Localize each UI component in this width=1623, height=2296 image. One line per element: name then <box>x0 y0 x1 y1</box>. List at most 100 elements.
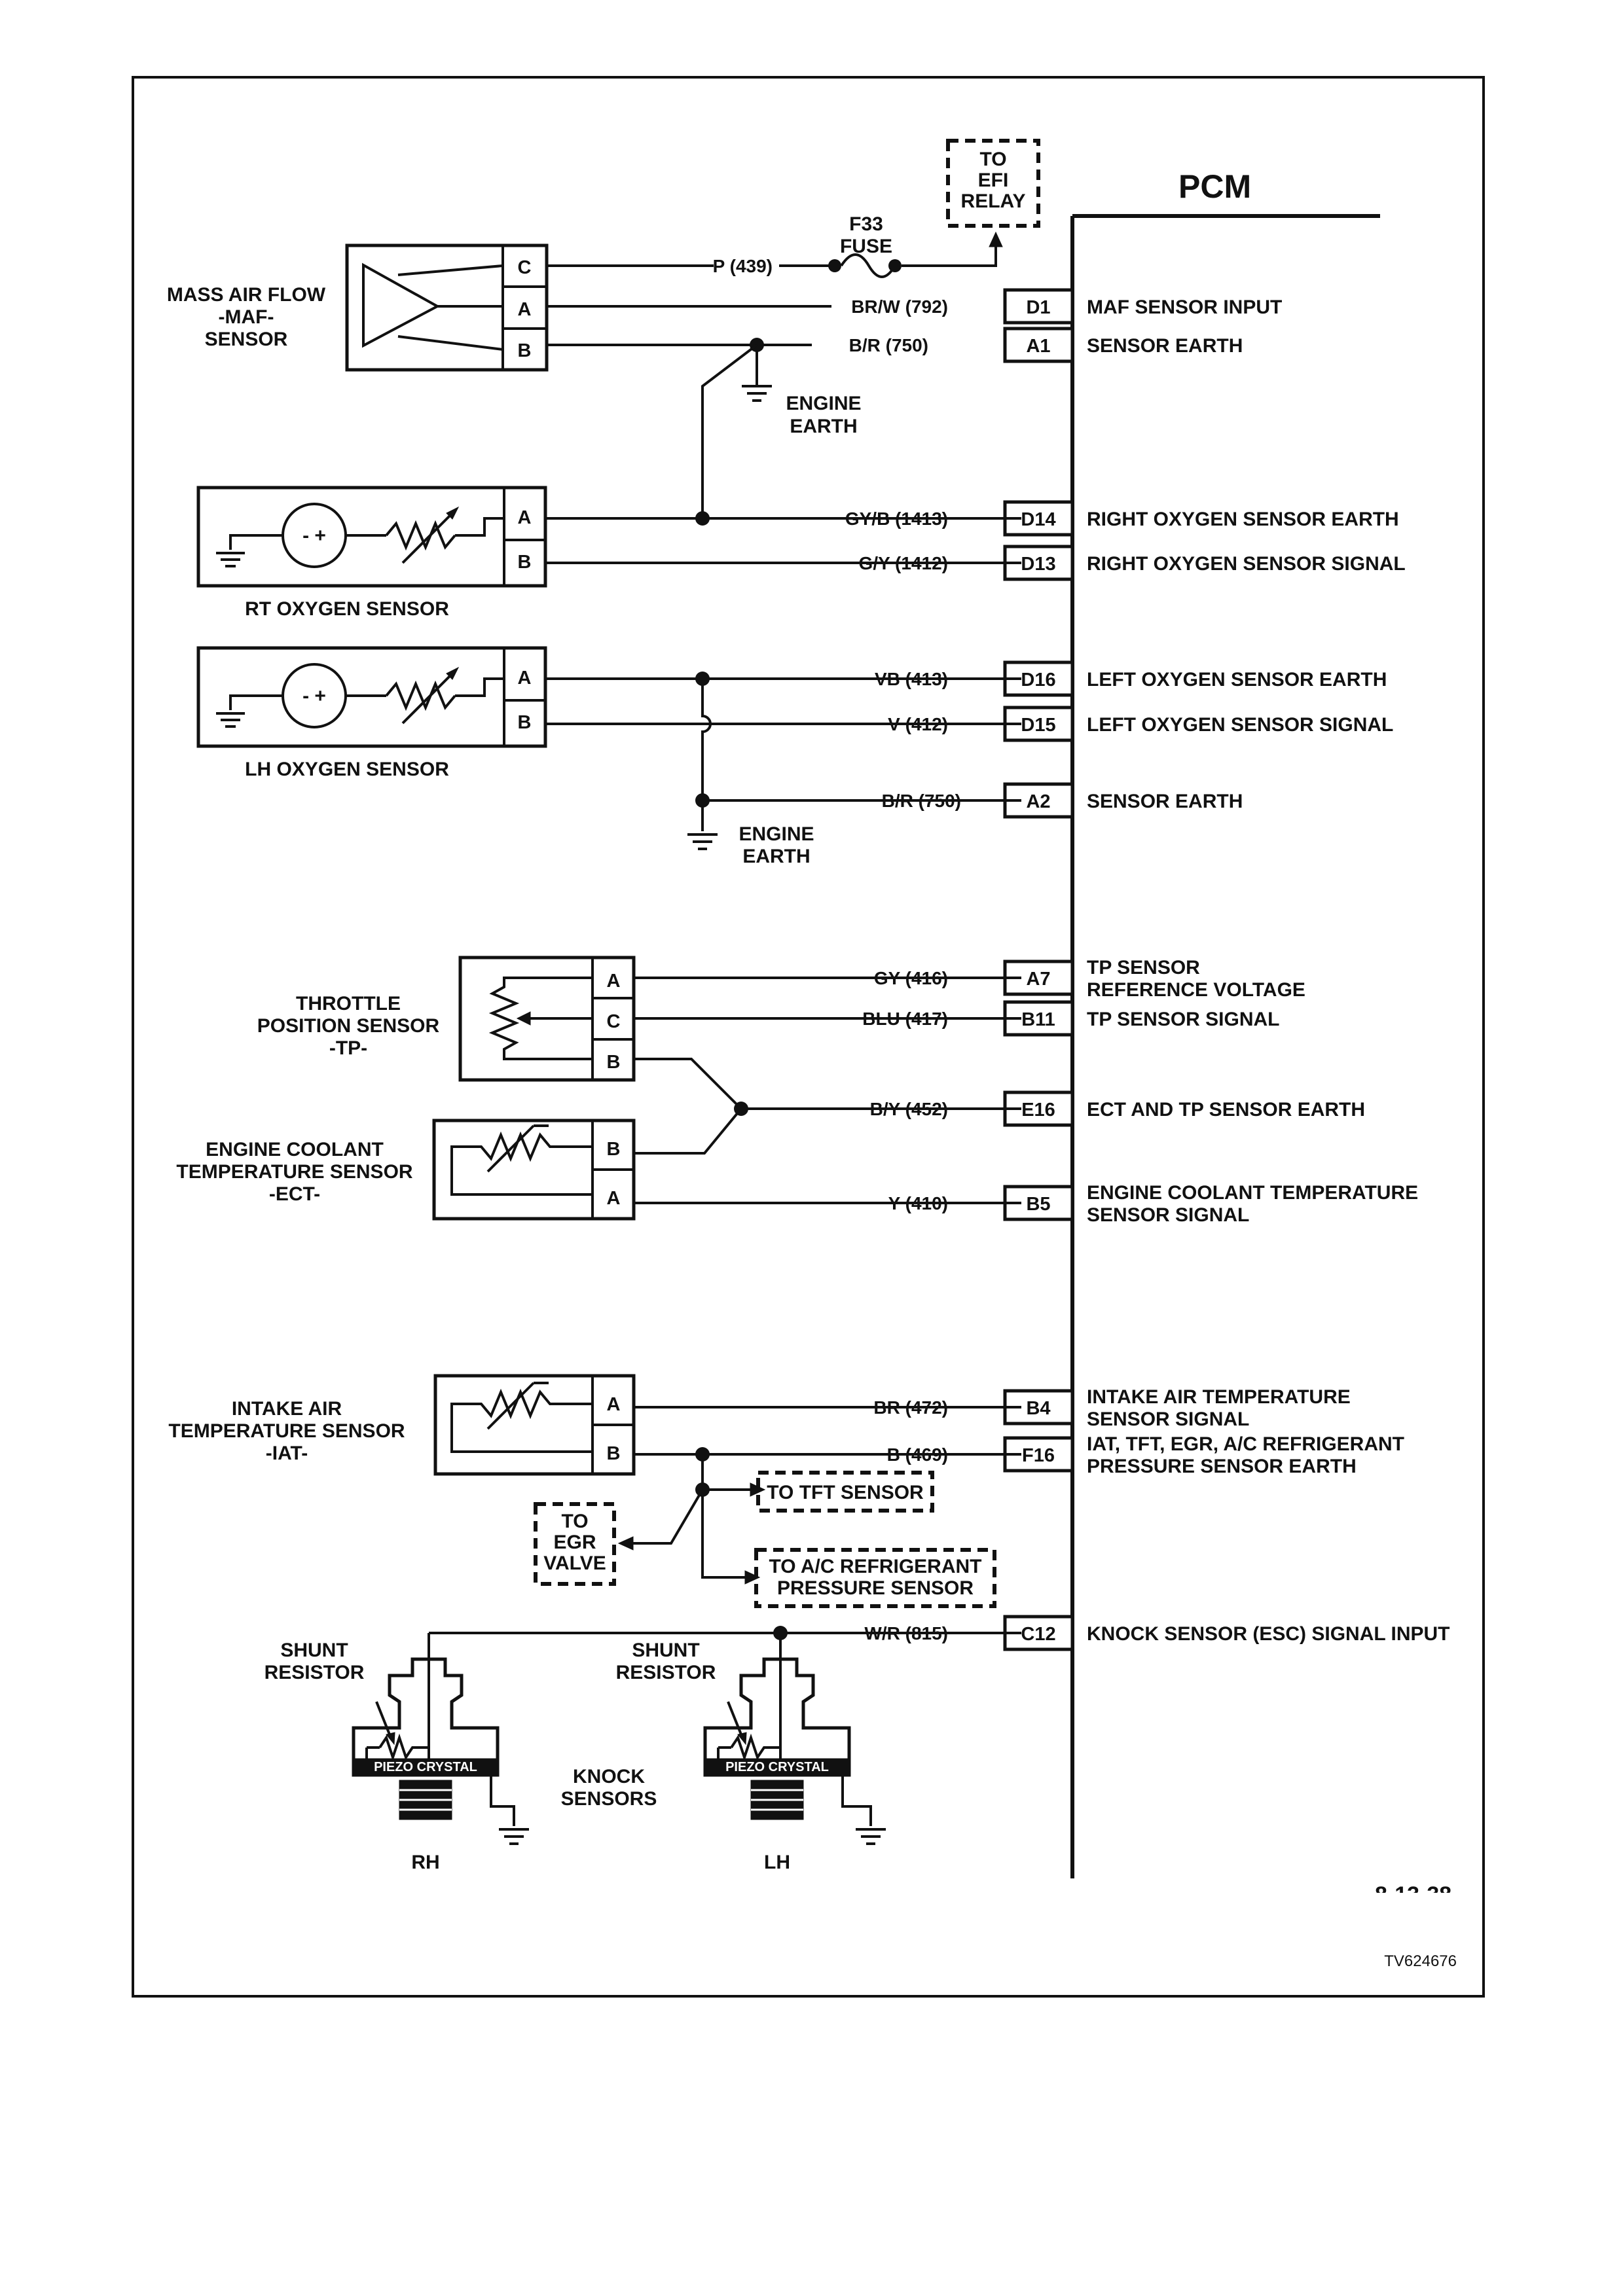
to-ac-refrigerant-box <box>754 1548 996 1608</box>
rt-o2-heater-resistor-icon <box>385 520 456 551</box>
pcm-pin-id: C12 <box>1021 1624 1055 1645</box>
engine-earth-2-line1: ENGINE <box>739 823 814 845</box>
wire-label-backing <box>819 332 932 358</box>
pcm-pin-label: SENSOR EARTH <box>1087 791 1243 812</box>
knock-lh-shunt-resistor-icon <box>730 1733 780 1762</box>
to-egr-line2: EGR <box>553 1532 596 1553</box>
maf-sensor: C A B MASS AIR FLOW -MAF- SENSOR <box>167 243 549 372</box>
knock-rh-piezo-crystal <box>353 1758 498 1776</box>
knock-sensors-line1: KNOCK <box>573 1766 645 1787</box>
knock-rh-label: RH <box>411 1852 439 1873</box>
pcm-pin-id: D13 <box>1021 554 1055 575</box>
rt-oxygen-sensor: A B - + RT OXYGEN SENSOR <box>196 486 547 620</box>
pcm-pin-id: A1 <box>1026 336 1050 357</box>
tp-pin-a: A <box>607 971 621 992</box>
to-egr-valve-box <box>534 1502 616 1586</box>
wire-label-backing <box>828 293 952 319</box>
pcm-pin-label: ENGINE COOLANT TEMPERATURE <box>1087 1182 1418 1204</box>
wire-label: BR/W (792) <box>851 296 948 317</box>
pcm-pin-id: B5 <box>1026 1194 1050 1215</box>
knock-lh-shunt-line2: RESISTOR <box>616 1662 716 1683</box>
engine-earth-1-line1: ENGINE <box>786 393 861 414</box>
ect-pin-b: B <box>607 1139 621 1160</box>
pcm-title: PCM <box>1178 168 1251 205</box>
pcm-pin-label: RIGHT OXYGEN SENSOR SIGNAL <box>1087 553 1406 575</box>
fuse-terminal-right <box>888 259 902 272</box>
rt-o2-polarity: - + <box>302 525 326 547</box>
iat-pin-b: B <box>607 1443 621 1464</box>
maf-pin-a: A <box>518 299 532 320</box>
knock-lh-label: LH <box>764 1852 790 1873</box>
to-ac-line1: TO A/C REFRIGERANT <box>769 1556 981 1577</box>
arrow-to-ac-icon <box>744 1570 761 1585</box>
tp-pin-b: B <box>607 1052 621 1073</box>
ground-icon <box>856 1828 886 1845</box>
ect-label-line3: -ECT- <box>269 1183 320 1205</box>
ect-label-line2: TEMPERATURE SENSOR <box>176 1161 412 1183</box>
pcm-pin-label: SENSOR SIGNAL <box>1087 1204 1249 1226</box>
maf-label-line3: SENSOR <box>205 329 288 350</box>
pcm-pin-id: A2 <box>1026 791 1050 812</box>
lh-o2-polarity: - + <box>302 685 326 707</box>
efi-relay-line1: TO <box>979 149 1006 170</box>
arrow-to-egr-icon <box>617 1536 634 1551</box>
pcm-pin-id: B4 <box>1026 1398 1050 1419</box>
pcm-pin-label: TP SENSOR <box>1087 957 1200 978</box>
pcm-pin-label: MAF SENSOR INPUT <box>1087 296 1282 318</box>
wire-labels: P (439)BR/W (792)B/R (750)GY/B (1413)G/Y… <box>685 253 965 1646</box>
ground-icon <box>687 833 718 850</box>
ect-pin-a: A <box>607 1188 621 1209</box>
pcm-pin-label: INTAKE AIR TEMPERATURE <box>1087 1386 1351 1408</box>
splice-rt-o2-earth <box>695 511 710 526</box>
iat-thermistor-icon <box>450 1388 593 1453</box>
pcm-pin-label: IAT, TFT, EGR, A/C REFRIGERANT <box>1087 1433 1404 1455</box>
rt-o2-label: RT OXYGEN SENSOR <box>245 598 449 620</box>
pcm-pin-label: SENSOR SIGNAL <box>1087 1408 1249 1430</box>
efi-relay-reference: TO EFI RELAY <box>946 139 1040 228</box>
tp-wiper-arrow-icon <box>516 1011 531 1026</box>
tp-label-line2: POSITION SENSOR <box>257 1015 440 1037</box>
tp-label-line3: -TP- <box>329 1037 367 1059</box>
throttle-position-sensor: A C B THROTTLE POSITION SENSOR -TP- <box>257 956 636 1082</box>
arrow-to-efi-icon <box>989 231 1003 247</box>
knock-rh-shunt-line2: RESISTOR <box>264 1662 365 1683</box>
pcm-pin-id: B11 <box>1021 1009 1055 1030</box>
pcm-pin-b11: B11 TP SENSOR SIGNAL <box>1003 1000 1280 1037</box>
knock-sensor-rh-housing <box>352 1657 500 1777</box>
lh-oxygen-sensor: A B - + LH OXYGEN SENSOR <box>196 646 547 780</box>
lh-o2-heater-resistor-icon <box>385 680 456 711</box>
iat-label-line2: TEMPERATURE SENSOR <box>168 1420 405 1442</box>
lh-o2-label: LH OXYGEN SENSOR <box>245 759 449 780</box>
pcm-pin-label: RIGHT OXYGEN SENSOR EARTH <box>1087 509 1399 530</box>
clipped-reference: 8-13-38 <box>1375 1882 1451 1907</box>
iat-label-line1: INTAKE AIR <box>232 1398 342 1420</box>
maf-label-line1: MASS AIR FLOW <box>167 284 326 306</box>
iat-label-line3: -IAT- <box>266 1443 308 1464</box>
fuse-label-line2: FUSE <box>840 236 892 257</box>
pcm-pin-label: REFERENCE VOLTAGE <box>1087 979 1305 1001</box>
pcm-pin-label: PRESSURE SENSOR EARTH <box>1087 1456 1357 1477</box>
maf-amplifier-icon <box>362 262 441 348</box>
pcm-pin-label: ECT AND TP SENSOR EARTH <box>1087 1099 1365 1121</box>
fuse-terminal-left <box>828 259 841 272</box>
fuse-label-line1: F33 <box>849 213 883 235</box>
to-tft-sensor-box <box>756 1471 934 1513</box>
to-ac-line2: PRESSURE SENSOR <box>777 1577 974 1599</box>
pcm-pin-label: TP SENSOR SIGNAL <box>1087 1009 1280 1030</box>
ect-label-line1: ENGINE COOLANT <box>206 1139 384 1160</box>
engine-coolant-temperature-sensor: B A ENGINE COOLANT TEMPERATURE SENSOR -E… <box>176 1119 636 1221</box>
reference-code: TV624676 <box>1384 1952 1457 1970</box>
knock-sensors-line2: SENSORS <box>561 1788 657 1810</box>
rt-o2-pin-a: A <box>518 507 532 528</box>
intake-air-temperature-sensor: A B INTAKE AIR TEMPERATURE SENSOR -IAT- <box>168 1374 636 1476</box>
wire-label: B/R (750) <box>849 335 928 355</box>
efi-relay-line2: EFI <box>978 170 1009 191</box>
